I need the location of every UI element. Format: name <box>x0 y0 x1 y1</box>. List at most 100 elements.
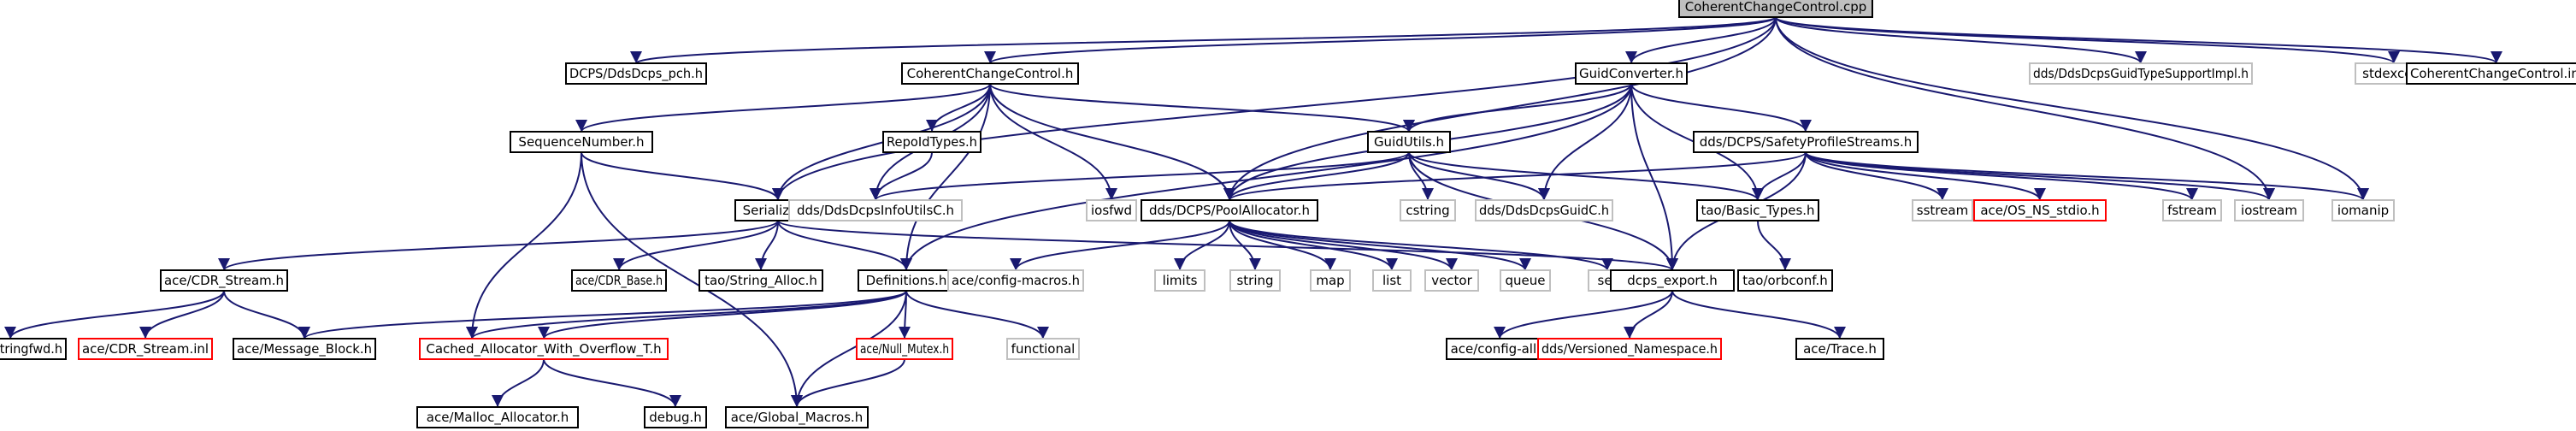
node-sstream[interactable]: sstream <box>1912 199 1973 221</box>
node-configmacros[interactable]: ace/config-macros.h <box>947 269 1084 292</box>
node-label: map <box>1316 273 1344 288</box>
node-box <box>78 338 213 360</box>
node-box <box>1154 269 1205 292</box>
node-box <box>1537 338 1722 360</box>
node-string[interactable]: string <box>1229 269 1281 292</box>
node-cachedalloc[interactable]: Cached_Allocator_With_Overflow_T.h <box>419 338 669 360</box>
node-label: cstring <box>1406 203 1449 218</box>
node-trace[interactable]: ace/Trace.h <box>1795 338 1884 360</box>
node-label: functional <box>1011 341 1076 357</box>
node-sstringfwd[interactable]: ace/SStringfwd.h <box>0 338 67 360</box>
node-limits[interactable]: limits <box>1154 269 1205 292</box>
node-iomanip[interactable]: iomanip <box>2331 199 2395 221</box>
node-label: CoherentChangeControl.inl <box>2410 66 2576 81</box>
node-mallocalloc[interactable]: ace/Malloc_Allocator.h <box>416 406 579 428</box>
node-map[interactable]: map <box>1310 269 1351 292</box>
node-pch[interactable]: DCPS/DdsDcps_pch.h <box>565 62 707 85</box>
node-gch[interactable]: GuidConverter.h <box>1575 62 1688 85</box>
edge-guidutils-to-infoutils <box>869 151 1410 201</box>
edge-defs-to-cachedalloc <box>538 290 907 339</box>
node-label: fstream <box>2167 203 2217 218</box>
node-label: string <box>1236 273 1273 288</box>
node-iostream[interactable]: iostream <box>2234 199 2304 221</box>
node-box <box>233 338 376 360</box>
node-iosfwd[interactable]: iosfwd <box>1086 199 1137 221</box>
node-globalmacros[interactable]: ace/Global_Macros.h <box>725 406 869 428</box>
node-label: debug.h <box>649 410 702 425</box>
node-list[interactable]: list <box>1372 269 1412 292</box>
node-fstream[interactable]: fstream <box>2162 199 2222 221</box>
node-gtsi[interactable]: dds/DdsDcpsGuidTypeSupportImpl.h <box>2029 62 2253 85</box>
node-label: dcps_export.h <box>1627 273 1717 289</box>
node-osstdio[interactable]: ace/OS_NS_stdio.h <box>1973 199 2107 221</box>
edge-root-to-pch <box>630 16 1777 64</box>
node-cstring[interactable]: cstring <box>1400 199 1456 221</box>
edge-cdrstream-to-sstringfwd <box>4 290 225 339</box>
node-debug[interactable]: debug.h <box>644 406 707 428</box>
node-guidc[interactable]: dds/DdsDcpsGuidC.h <box>1475 199 1613 221</box>
edge-serializer-to-stringalloc <box>755 220 779 271</box>
node-dcpsexport[interactable]: dcps_export.h <box>1610 269 1735 292</box>
node-box <box>160 269 288 292</box>
edge-cch-to-iosfwd <box>989 83 1117 201</box>
node-box <box>1610 269 1735 292</box>
node-label: RepoIdTypes.h <box>887 134 977 150</box>
edge-defs-to-globalmacros <box>791 290 907 408</box>
node-box <box>565 62 707 85</box>
node-msgblock[interactable]: ace/Message_Block.h <box>233 338 376 360</box>
edge-root-to-poolalloc <box>1223 16 1777 201</box>
node-label: tao/Basic_Types.h <box>1701 203 1814 219</box>
node-basictypes[interactable]: tao/Basic_Types.h <box>1696 199 1819 221</box>
node-functional[interactable]: functional <box>1006 338 1080 360</box>
node-label: SequenceNumber.h <box>518 134 644 150</box>
node-cch[interactable]: CoherentChangeControl.h <box>901 62 1079 85</box>
node-defs[interactable]: Definitions.h <box>858 269 955 292</box>
node-cdrstream[interactable]: ace/CDR_Stream.h <box>160 269 288 292</box>
node-label: iomanip <box>2337 203 2389 218</box>
node-box <box>510 131 653 153</box>
edge-nullmutex-to-globalmacros <box>791 358 905 408</box>
node-box <box>2162 199 2222 221</box>
edge-safety-to-sstream <box>1805 151 1948 201</box>
edge-safety-to-iomanip <box>1805 151 2369 201</box>
node-seqnum[interactable]: SequenceNumber.h <box>510 131 653 153</box>
node-queue[interactable]: queue <box>1500 269 1551 292</box>
node-box <box>1500 269 1551 292</box>
edge-guidutils-to-poolalloc <box>1223 151 1410 201</box>
node-configall[interactable]: ace/config-all.h <box>1446 338 1553 360</box>
node-box <box>1006 338 1080 360</box>
node-label: ace/Malloc_Allocator.h <box>427 410 569 426</box>
node-label: GuidUtils.h <box>1374 134 1444 150</box>
node-infoutils[interactable]: dds/DdsDcpsInfoUtilsC.h <box>788 199 963 221</box>
edge-root-to-serializer <box>772 16 1777 201</box>
node-stringalloc[interactable]: tao/String_Alloc.h <box>699 269 823 292</box>
edge-cachedalloc-to-mallocalloc <box>492 358 545 408</box>
node-orbconf[interactable]: tao/orbconf.h <box>1737 269 1833 292</box>
node-label: limits <box>1163 273 1198 288</box>
edge-cch-to-repoid <box>926 83 991 133</box>
edge-poolalloc-to-queue <box>1229 220 1531 271</box>
node-nullmutex[interactable]: ace/Null_Mutex.h <box>856 338 953 360</box>
node-versioned[interactable]: dds/Versioned_Namespace.h <box>1537 338 1722 360</box>
edge-cdrstream-to-cdrinl <box>139 290 225 339</box>
node-guidutils[interactable]: GuidUtils.h <box>1367 131 1451 153</box>
edges-layer <box>4 16 2502 408</box>
node-box <box>1678 0 1873 18</box>
node-label: Definitions.h <box>866 273 947 288</box>
node-vector[interactable]: vector <box>1424 269 1479 292</box>
node-label: sstream <box>1917 203 1968 218</box>
node-label: dds/Versioned_Namespace.h <box>1541 341 1718 357</box>
node-label: ace/SStringfwd.h <box>0 341 62 357</box>
node-cdrbase[interactable]: ace/CDR_Base.h <box>571 269 667 292</box>
node-safety[interactable]: dds/DCPS/SafetyProfileStreams.h <box>1693 131 1919 153</box>
node-root[interactable]: CoherentChangeControl.cpp <box>1678 0 1873 18</box>
node-poolalloc[interactable]: dds/DCPS/PoolAllocator.h <box>1141 199 1318 221</box>
node-label: ace/CDR_Stream.inl <box>82 341 209 357</box>
node-ccinl[interactable]: CoherentChangeControl.inl <box>2406 62 2576 85</box>
node-repoid[interactable]: RepoIdTypes.h <box>882 131 981 153</box>
node-label: dds/DdsDcpsGuidTypeSupportImpl.h <box>2033 66 2249 81</box>
edge-safety-to-fstream <box>1805 151 2198 201</box>
node-cdrinl[interactable]: ace/CDR_Stream.inl <box>78 338 213 360</box>
